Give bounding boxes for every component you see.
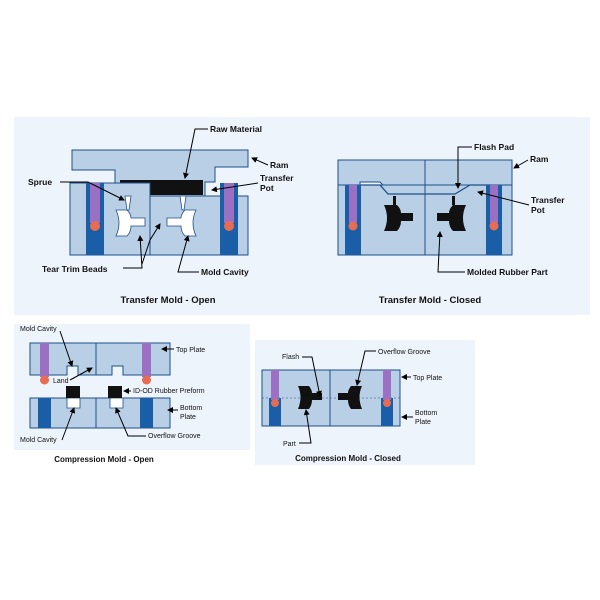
sprue-right bbox=[179, 195, 187, 211]
guide-pin-left bbox=[86, 183, 104, 255]
caption-compression-closed: Compression Mold - Closed bbox=[295, 454, 401, 463]
label-transfer: Transfer bbox=[260, 173, 294, 183]
closed-guide-pin-right bbox=[486, 185, 502, 255]
compression-mold-closed: Flash Overflow Groove Top Plate Bottom P… bbox=[255, 340, 475, 465]
label-compression-mold-cavity-bottom: Mold Cavity bbox=[20, 437, 57, 444]
compression-mold-open: Mold Cavity Top Plate Land ID-OD Rubber … bbox=[14, 324, 250, 464]
label-closed-pot: Pot bbox=[531, 205, 545, 215]
label-flash-pad: Flash Pad bbox=[474, 142, 514, 152]
label-compression-top-plate: Top Plate bbox=[176, 347, 205, 354]
mold-cavity-right bbox=[166, 209, 197, 237]
rubber-preform-right bbox=[108, 386, 122, 398]
compression-closed-part-left bbox=[298, 386, 322, 409]
label-closed-top-plate: Top Plate bbox=[413, 375, 442, 382]
label-raw-material: Raw Material bbox=[210, 124, 262, 134]
compression-top-plate bbox=[29, 342, 171, 376]
label-flash: Flash bbox=[282, 354, 299, 361]
label-pot: Pot bbox=[260, 183, 274, 193]
label-compression-overflow-groove: Overflow Groove bbox=[148, 433, 201, 440]
compression-top-pin-left bbox=[40, 343, 49, 385]
label-closed-overflow-groove: Overflow Groove bbox=[378, 349, 431, 356]
label-closed-transfer: Transfer bbox=[531, 195, 565, 205]
caption-transfer-closed: Transfer Mold - Closed bbox=[379, 295, 482, 306]
label-mold-cavity: Mold Cavity bbox=[201, 267, 249, 277]
label-compression-mold-cavity-top: Mold Cavity bbox=[20, 326, 57, 333]
label-tear-trim-beads: Tear Trim Beads bbox=[42, 264, 108, 274]
compression-bottom-cavity-left bbox=[66, 397, 81, 409]
compression-bottom-bushing-right bbox=[140, 398, 153, 428]
label-part: Part bbox=[283, 441, 296, 448]
transfer-mold-closed: Flash Pad Ram Transfer Pot Molded Rubber… bbox=[337, 142, 565, 306]
compression-bottom-bushing-left bbox=[38, 398, 51, 428]
label-compression-bottom: Bottom bbox=[180, 405, 202, 412]
compression-bottom-cavity-right bbox=[109, 397, 124, 409]
label-compression-plate: Plate bbox=[180, 414, 196, 421]
mold-cavity-left bbox=[115, 209, 146, 237]
label-closed-plate: Plate bbox=[415, 419, 431, 426]
label-closed-bottom: Bottom bbox=[415, 410, 437, 417]
compression-closed-pin-left bbox=[269, 370, 281, 426]
sprue-left bbox=[124, 195, 132, 211]
closed-guide-pin-left bbox=[345, 185, 361, 255]
molded-part-left bbox=[384, 205, 413, 231]
compression-closed-part-right bbox=[338, 386, 362, 409]
label-closed-ram: Ram bbox=[530, 154, 549, 164]
label-land: Land bbox=[53, 378, 69, 385]
guide-pin-right bbox=[220, 183, 238, 255]
compression-top-pin-right bbox=[142, 343, 151, 385]
label-ram: Ram bbox=[270, 160, 289, 170]
molded-part-right bbox=[437, 205, 466, 231]
label-molded-rubber-part: Molded Rubber Part bbox=[467, 267, 548, 277]
caption-compression-open: Compression Mold - Open bbox=[54, 455, 154, 464]
label-sprue: Sprue bbox=[28, 177, 52, 187]
label-preform: ID-OD Rubber Preform bbox=[133, 388, 205, 395]
compression-closed-pin-right bbox=[381, 370, 393, 426]
rubber-preform-left bbox=[66, 386, 80, 398]
caption-transfer-open: Transfer Mold - Open bbox=[120, 295, 215, 306]
